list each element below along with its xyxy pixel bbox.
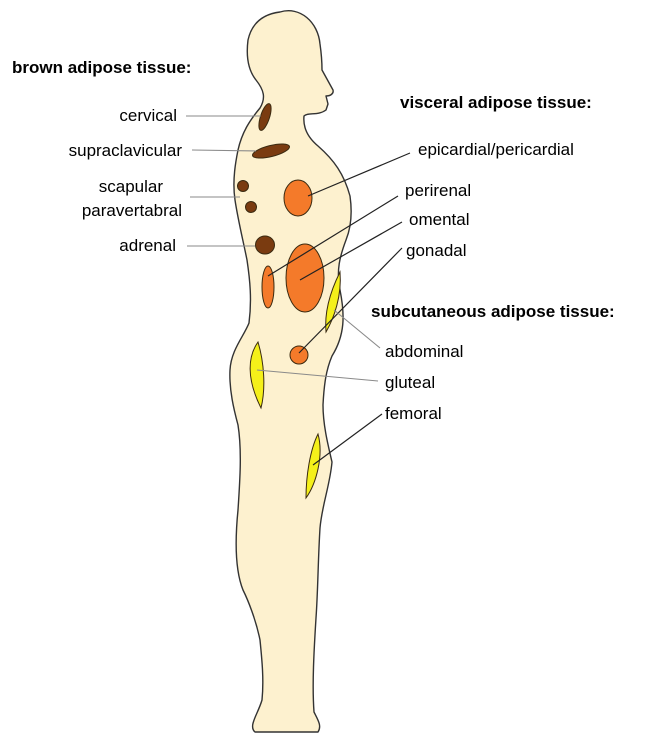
subcutaneous-adipose-heading: subcutaneous adipose tissue: — [371, 302, 615, 321]
abdominal-label: abdominal — [385, 342, 463, 361]
epicardial-depot — [284, 180, 312, 216]
scapular-depot — [238, 181, 249, 192]
cervical-label: cervical — [119, 106, 177, 125]
omental-label: omental — [409, 210, 469, 229]
femoral-label: femoral — [385, 404, 442, 423]
brown-adipose-heading: brown adipose tissue: — [12, 58, 191, 77]
gonadal-depot — [290, 346, 308, 364]
gonadal-label: gonadal — [406, 241, 467, 260]
body-silhouette — [230, 11, 351, 732]
omental-depot — [286, 244, 324, 312]
perirenal-label: perirenal — [405, 181, 471, 200]
scapular-label: scapular — [99, 177, 164, 196]
adrenal-label: adrenal — [119, 236, 176, 255]
adrenal-depot — [256, 236, 275, 254]
epicardial-label: epicardial/pericardial — [418, 140, 574, 159]
paravertabral-label: paravertabral — [82, 201, 182, 220]
visceral-adipose-heading: visceral adipose tissue: — [400, 93, 592, 112]
gluteal-label: gluteal — [385, 373, 435, 392]
supraclavicular-label: supraclavicular — [69, 141, 183, 160]
paravertebral-depot — [246, 202, 257, 213]
perirenal-depot — [262, 266, 274, 308]
